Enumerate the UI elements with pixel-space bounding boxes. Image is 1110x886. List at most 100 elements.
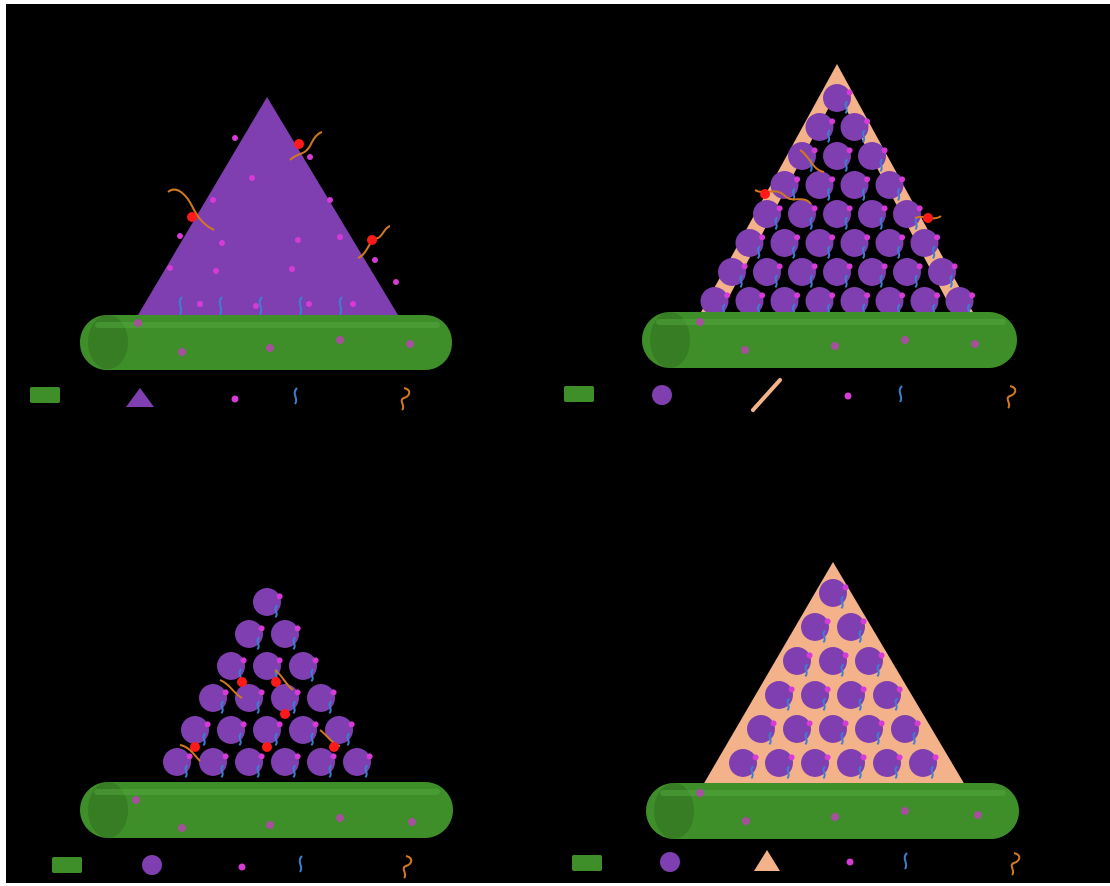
ion-dot (897, 686, 903, 692)
polymer-chain-icon (402, 388, 410, 410)
ion-dot (882, 263, 888, 269)
ion-dot (295, 625, 301, 631)
ion-dot (933, 754, 939, 760)
binder-chain (845, 159, 847, 171)
binder-chain (877, 732, 879, 744)
binder-chain (365, 765, 367, 777)
ion-dot (223, 753, 229, 759)
binder-chain (239, 733, 241, 745)
ion-dot (847, 147, 853, 153)
fiber-icon (30, 387, 60, 403)
ion-dot (295, 689, 301, 695)
binder-chain (913, 732, 915, 744)
ion-dot (829, 118, 835, 124)
ion-dot (812, 205, 818, 211)
ion-dot (349, 721, 355, 727)
ion-dot (331, 689, 337, 695)
shell-layer-icon (753, 380, 780, 410)
ion-dot (843, 652, 849, 658)
binder-chain (915, 275, 917, 287)
ion-dot (812, 263, 818, 269)
ion-dot (879, 720, 885, 726)
ion-dot (241, 657, 247, 663)
binder-chain (805, 664, 807, 676)
binder-chain (898, 246, 900, 258)
binder-chain (769, 732, 771, 744)
ion-dot (807, 652, 813, 658)
ion-dot (759, 234, 765, 240)
binder-chain (828, 130, 830, 142)
sphere-particle-icon (652, 385, 672, 405)
binder-chain (823, 630, 825, 642)
binder-chain (828, 246, 830, 258)
ion-dot (789, 686, 795, 692)
ion-dot (794, 176, 800, 182)
ion-dot (313, 657, 319, 663)
binder-chain (275, 605, 277, 617)
legend-bottom-right (572, 850, 1019, 875)
ion-dot (777, 205, 783, 211)
binder-chain (203, 733, 205, 745)
fiber-icon (52, 857, 82, 873)
ion-dot (742, 263, 748, 269)
binder-chain (845, 217, 847, 229)
ion-dot (825, 618, 831, 624)
ion-dot (794, 292, 800, 298)
binder-chain (823, 766, 825, 778)
triangle-particle-icon (126, 388, 154, 407)
ion-dot (952, 263, 958, 269)
binder-chain (293, 701, 295, 713)
ion-dot (277, 593, 283, 599)
binder-chain (329, 701, 331, 713)
binder-chain (880, 217, 882, 229)
binder-chain (787, 698, 789, 710)
binder-chain (915, 217, 917, 229)
binder-chain (257, 637, 259, 649)
ion-dot (882, 205, 888, 211)
ion-dot (759, 292, 765, 298)
binder-chain (841, 596, 843, 608)
fiber-icon (564, 386, 594, 402)
binder-chain (758, 246, 760, 258)
binder-chain (810, 275, 812, 287)
binder-chain (841, 732, 843, 744)
ion-dot (847, 89, 853, 95)
ion-dot (789, 754, 795, 760)
binder-chain (841, 664, 843, 676)
binder-chain (775, 275, 777, 287)
ion-dot (259, 625, 265, 631)
panel-bottom-right (560, 545, 1030, 875)
binder-chain (863, 188, 865, 200)
panel-top-left (20, 60, 460, 420)
ion-dot (812, 147, 818, 153)
ion-dot (794, 234, 800, 240)
binder-chain (221, 701, 223, 713)
binder-chain-icon (295, 388, 297, 404)
ion-dot (829, 176, 835, 182)
ion-dot (934, 292, 940, 298)
binder-chain (257, 701, 259, 713)
binder-chain (859, 630, 861, 642)
binder-chain (793, 246, 795, 258)
fiber-icon (572, 855, 602, 871)
ion-dot (899, 176, 905, 182)
ion-dot (825, 754, 831, 760)
binder-chain (845, 275, 847, 287)
binder-chain (898, 188, 900, 200)
ion-dot (277, 657, 283, 663)
binder-chain (845, 101, 847, 113)
binder-chain (311, 669, 313, 681)
binder-chain (787, 766, 789, 778)
ion-dot (882, 147, 888, 153)
binder-chain (863, 246, 865, 258)
ion-dot (829, 234, 835, 240)
ion-dot (847, 263, 853, 269)
ion-dot (843, 584, 849, 590)
ion-dot (724, 292, 730, 298)
ion-dot (825, 686, 831, 692)
ion-dot (187, 753, 193, 759)
binder-chain (880, 159, 882, 171)
binder-chain (775, 217, 777, 229)
ion-dot (899, 292, 905, 298)
